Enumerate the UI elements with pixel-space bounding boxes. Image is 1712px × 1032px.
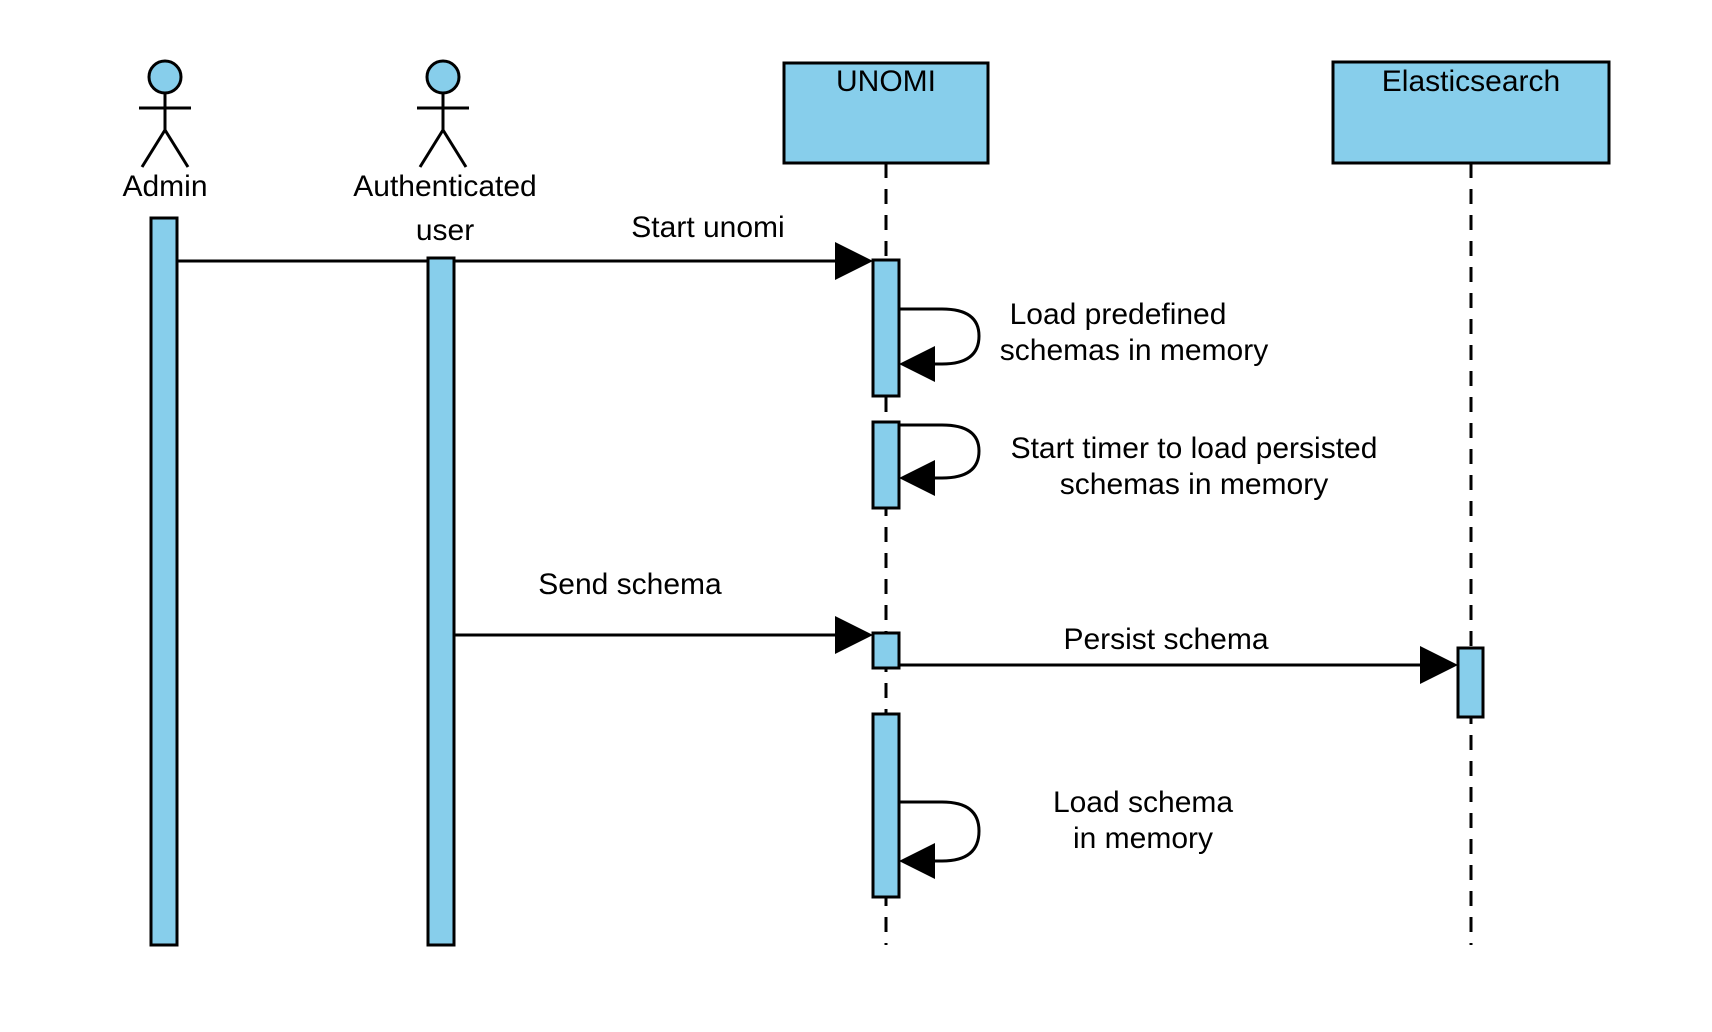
message-arrow-send-schema	[453, 616, 873, 654]
actor-label-user: user	[415, 214, 475, 247]
activation-bar-unomi-4	[871, 712, 901, 899]
activation-bar-unomi-1	[871, 258, 901, 398]
message-label-start-timer-line2: schemas in memory	[1059, 468, 1329, 501]
arrowhead-icon	[899, 346, 935, 382]
message-label-load-predefined-line1: Load predefined	[1009, 298, 1227, 331]
arrowhead-icon	[899, 460, 935, 496]
actor-authenticated-user-icon	[417, 59, 469, 168]
message-label-load-predefined-line2: schemas in memory	[999, 334, 1269, 367]
message-label-start-timer-line1: Start timer to load persisted	[1010, 432, 1378, 465]
participant-box-unomi	[782, 61, 990, 165]
arrowhead-icon	[835, 242, 873, 280]
activation-bar-elasticsearch	[1456, 646, 1485, 719]
message-label-start-unomi: Start unomi	[631, 211, 785, 244]
self-message-load-predefined-schemas	[899, 307, 981, 382]
message-label-send-schema: Send schema	[538, 568, 722, 601]
activation-bar-admin	[149, 216, 179, 947]
message-label-load-schema-line1: Load schema	[1052, 786, 1234, 819]
actor-label-authenticated: Authenticated	[353, 170, 537, 203]
arrowhead-icon	[1420, 646, 1458, 684]
message-label-persist-schema: Persist schema	[1063, 623, 1269, 656]
actor-label-admin: Admin	[122, 170, 208, 203]
arrowhead-icon	[835, 616, 873, 654]
participant-label-elasticsearch: Elasticsearch	[1381, 65, 1561, 98]
message-label-load-schema-line2: in memory	[1072, 822, 1214, 855]
message-arrow-start-unomi	[177, 242, 873, 280]
message-arrow-persist-schema	[899, 646, 1458, 684]
arrowhead-icon	[899, 843, 935, 879]
self-message-start-timer	[899, 423, 981, 496]
activation-bar-unomi-2	[871, 420, 901, 510]
activation-bar-unomi-3	[871, 631, 901, 670]
self-message-load-schema	[899, 800, 981, 879]
participant-label-unomi: UNOMI	[836, 65, 936, 98]
activation-bar-authenticated-user	[426, 256, 456, 947]
actor-admin-icon	[139, 59, 191, 168]
participant-box-elasticsearch	[1331, 60, 1611, 165]
